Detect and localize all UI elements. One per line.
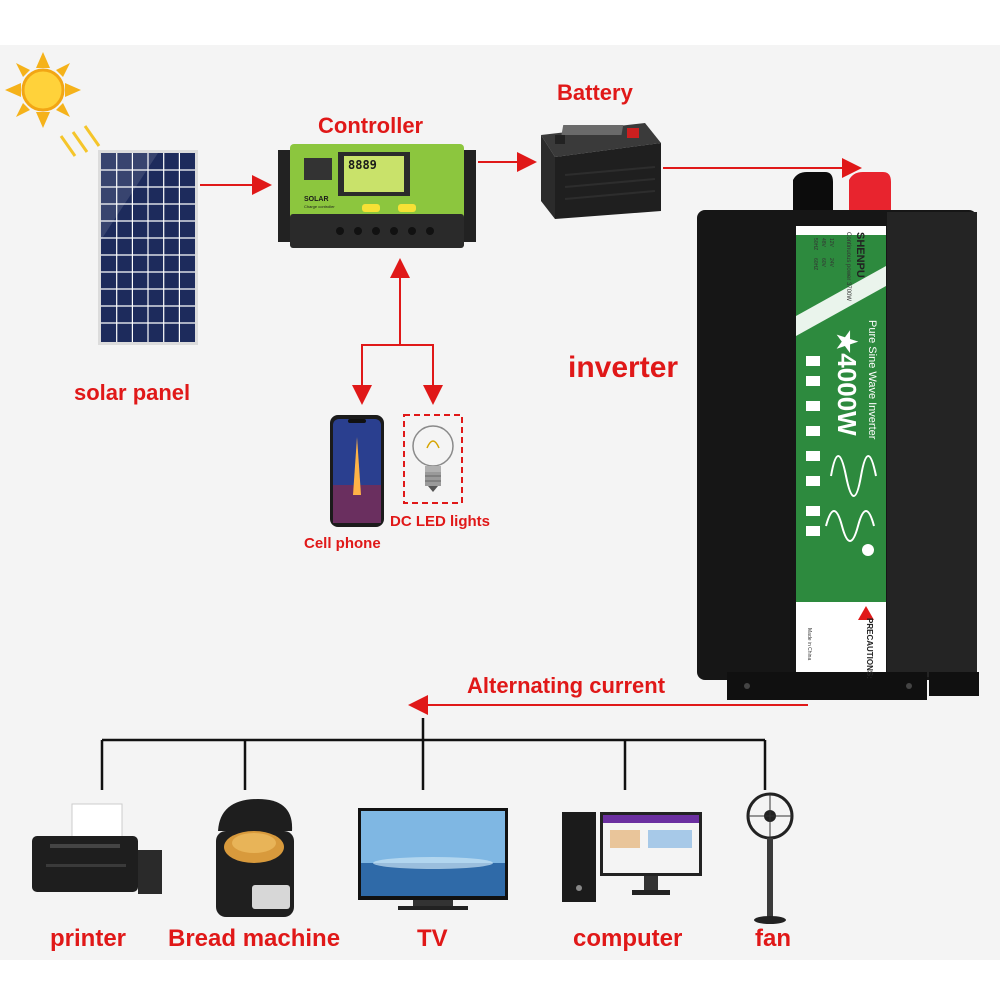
ac-distribution-tree [100,718,767,790]
battery-icon [541,123,661,219]
tv-icon [358,808,508,910]
inverter-label: inverter [568,351,679,384]
fan-icon [746,792,794,924]
voltage-option: 24V [828,258,834,267]
bread-machine-icon [216,799,294,917]
bread-machine-label: Bread machine [168,925,341,952]
charge-controller: 8889 SOLAR Charge controller [278,144,476,248]
inverter-label-bottom [796,602,886,672]
inverter-power-rating: ★4000W [832,330,862,436]
voltage-option: 12V [828,238,834,247]
inverter-product-line: Pure Sine Wave Inverter [866,320,878,440]
solar-panel-icon [98,150,198,345]
voltage-option: 60V [820,258,826,267]
tv-label: TV [417,925,448,952]
dc-led-lights-label: DC LED lights [390,513,490,530]
inverter-precautions: PRECAUTIONS: [865,618,874,679]
controller-subtitle: Charge controller [304,204,335,209]
led-bulb-icon [403,414,463,504]
controller-lcd-readout: 8889 [348,158,377,172]
controller-brand: SOLAR [304,196,329,203]
voltage-option: 60HZ [812,258,818,271]
printer-icon [32,803,162,894]
solar-panel-label: solar panel [74,380,191,405]
computer-label: computer [573,925,683,952]
cell-phone-icon [330,415,384,527]
cell-phone-label: Cell phone [304,535,381,552]
inverter-made-in: Made in China [806,628,812,661]
inverter-voltage-options: 12V 24V 48V 60V 50HZ 60HZ [800,236,840,296]
voltage-option: 50HZ [812,238,818,251]
branch-to-dc-loads [361,344,434,395]
inverter-continuous-power: Continuous power 3700W [845,232,851,302]
inverter-brand: SHENPU [854,232,866,278]
voltage-option: 48V [820,238,826,247]
computer-icon [562,812,702,902]
battery-label: Battery [557,80,633,105]
fan-label: fan [755,925,791,952]
printer-label: printer [50,925,127,952]
alternating-current-label: Alternating current [467,673,666,698]
sun-icon [5,52,101,157]
controller-label: Controller [318,113,424,138]
inverter-label-art [796,266,886,620]
